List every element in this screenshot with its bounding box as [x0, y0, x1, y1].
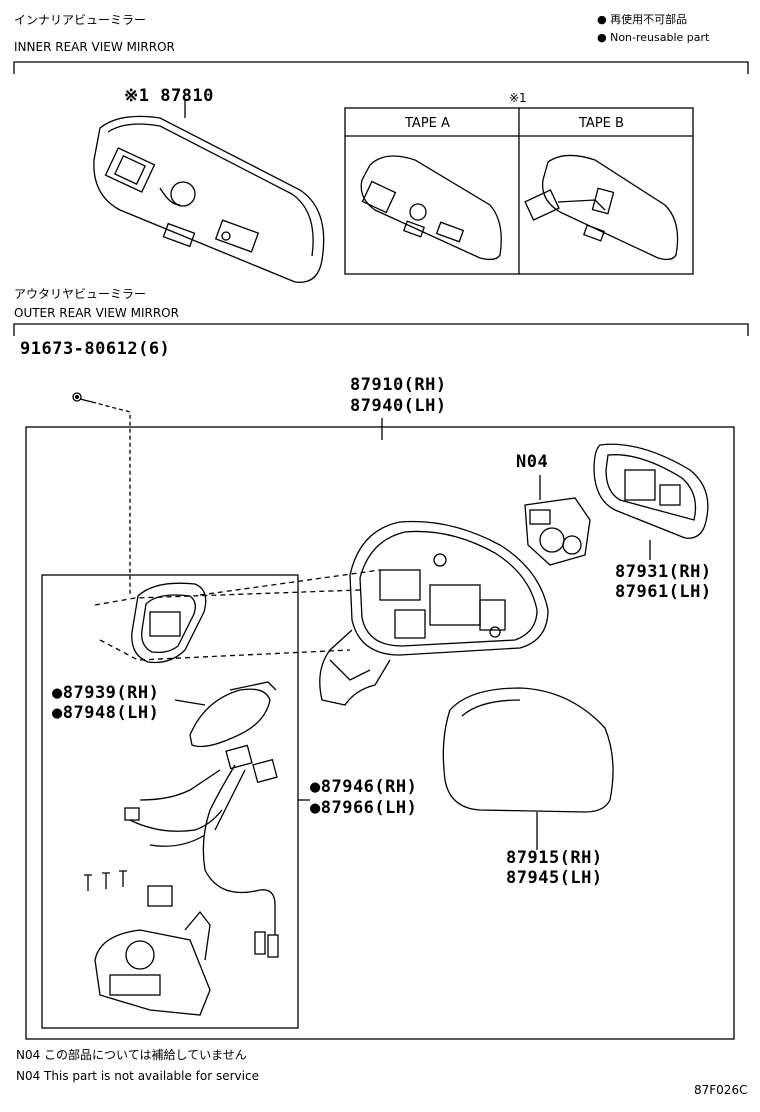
part-label-87966: ●87966(LH) [310, 798, 418, 818]
legend-en: ● Non-reusable part [597, 31, 710, 44]
part-label-87810: ※1 87810 [124, 86, 214, 106]
inner-section-bracket [13, 61, 749, 74]
tape-a-label: TAPE A [405, 116, 450, 131]
mirror-base-illustration [94, 910, 211, 1016]
part-label-87940: 87940(LH) [350, 396, 447, 416]
footnote-en: N04 This part is not available for servi… [16, 1069, 259, 1083]
part-label-n04: N04 [516, 452, 549, 472]
tape-a-illustration [360, 155, 502, 261]
screw-dashed-leader [91, 401, 131, 596]
wire-harness-illustration [124, 744, 310, 958]
part-label-91673: 91673-80612(6) [20, 339, 171, 359]
lamp-dashed-leaders [94, 569, 381, 661]
outer-section-bracket [13, 323, 749, 336]
part-label-87948: ●87948(LH) [52, 703, 160, 723]
mirror-housing-illustration [319, 520, 549, 706]
footnote-jp: N04 この部品については補給していません [16, 1048, 247, 1062]
part-label-87939: ●87939(RH) [52, 683, 160, 703]
part-label-87931: 87931(RH) [615, 562, 712, 582]
inner-mirror-illustration [93, 100, 325, 283]
legend-jp: ● 再使用不可部品 [597, 13, 688, 26]
n04-actuator-illustration [524, 475, 591, 566]
screw-illustration [72, 392, 93, 403]
part-label-87961: 87961(LH) [615, 582, 712, 602]
part-label-87945: 87945(LH) [506, 868, 603, 888]
side-lamp-illustration [174, 681, 277, 748]
assembly-box [25, 426, 735, 1040]
tape-b-label: TAPE B [579, 116, 624, 131]
part-label-87946: ●87946(RH) [310, 777, 418, 797]
part-label-87910: 87910(RH) [350, 375, 447, 395]
inner-title-jp: インナリアビューミラー [14, 13, 147, 27]
outer-title-en: OUTER REAR VIEW MIRROR [14, 306, 179, 320]
tape-note-label: ※1 [509, 91, 527, 105]
outer-title-jp: アウタリヤビューミラー [14, 287, 147, 301]
sub-assembly-box [41, 574, 299, 1029]
mirror-cover-illustration [442, 687, 614, 850]
diagram-code: 87F026C [694, 1083, 748, 1097]
small-screws-illustration [84, 870, 127, 891]
side-lamp-frame-illustration [131, 582, 207, 664]
part-label-87915: 87915(RH) [506, 848, 603, 868]
tape-b-illustration [524, 154, 679, 261]
inner-title-en: INNER REAR VIEW MIRROR [14, 40, 175, 54]
clip-illustration [147, 885, 173, 907]
mirror-glass-illustration [593, 443, 709, 560]
